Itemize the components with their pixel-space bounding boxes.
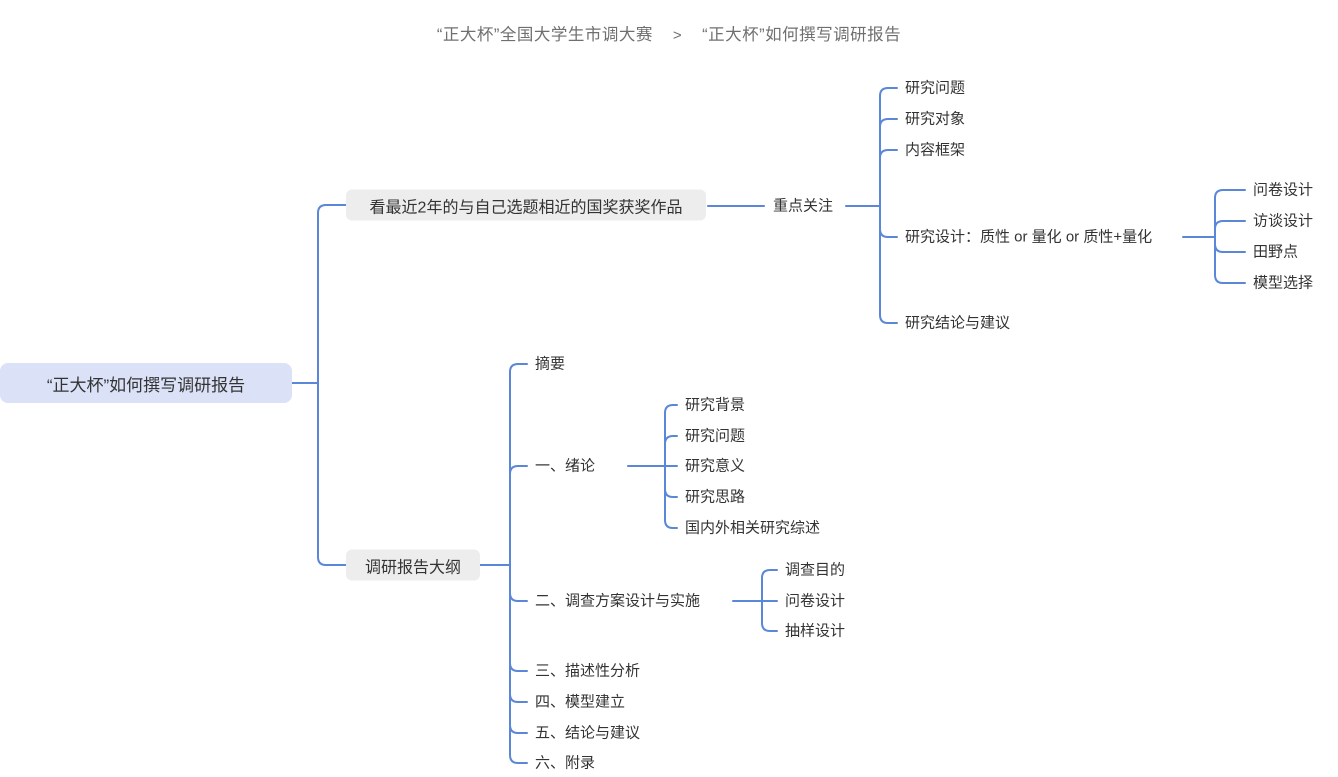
node-research-background[interactable]: 研究背景 xyxy=(685,396,746,414)
connector-edge xyxy=(761,600,778,632)
node-chapter4-model-building[interactable]: 四、模型建立 xyxy=(535,693,626,711)
connector-edge xyxy=(664,404,678,467)
connector-edge xyxy=(509,363,528,566)
connector-edge xyxy=(1214,189,1246,238)
connector-edge xyxy=(879,149,898,207)
connector-edge xyxy=(879,205,898,238)
node-root[interactable]: “正大杯”如何撰写调研报告 xyxy=(0,363,292,403)
node-chapter1-introduction[interactable]: 一、绪论 xyxy=(535,457,596,475)
connector-edge xyxy=(509,465,528,566)
node-chapter6-appendix[interactable]: 六、附录 xyxy=(535,754,596,772)
connector-edge xyxy=(509,564,528,734)
node-research-question2[interactable]: 研究问题 xyxy=(685,427,746,445)
connector-edge xyxy=(879,118,898,207)
node-research-significance[interactable]: 研究意义 xyxy=(685,457,746,475)
breadcrumb-separator-icon: > xyxy=(672,27,683,44)
breadcrumb-item-current: “正大杯”如何撰写调研报告 xyxy=(702,26,902,44)
node-chapter5-conclusion[interactable]: 五、结论与建议 xyxy=(535,724,641,742)
connector-edge xyxy=(1214,220,1246,238)
node-award-works[interactable]: 看最近2年的与自己选题相近的国奖获奖作品 xyxy=(346,189,706,221)
connector-edge xyxy=(509,564,528,672)
node-conclusion-suggestion[interactable]: 研究结论与建议 xyxy=(905,314,1011,332)
connector-edge xyxy=(509,564,528,764)
node-questionnaire-design2[interactable]: 问卷设计 xyxy=(785,592,846,610)
node-questionnaire-design[interactable]: 问卷设计 xyxy=(1253,181,1314,199)
breadcrumb-item-competition[interactable]: “正大杯”全国大学生市调大赛 xyxy=(436,26,653,44)
connector-edge xyxy=(664,435,678,467)
node-sampling-design[interactable]: 抽样设计 xyxy=(785,622,846,640)
node-chapter2-survey-plan[interactable]: 二、调查方案设计与实施 xyxy=(535,592,701,610)
node-research-subject[interactable]: 研究对象 xyxy=(905,110,966,128)
connector-edge xyxy=(509,564,528,602)
node-model-selection[interactable]: 模型选择 xyxy=(1253,274,1314,292)
connector-edge xyxy=(761,569,778,602)
connector-edge xyxy=(879,205,898,324)
connector-edge xyxy=(317,204,347,384)
connector-edge xyxy=(1214,236,1246,284)
node-research-question[interactable]: 研究问题 xyxy=(905,79,966,97)
node-interview-design[interactable]: 访谈设计 xyxy=(1253,212,1314,230)
node-abstract[interactable]: 摘要 xyxy=(535,355,566,373)
node-survey-purpose[interactable]: 调查目的 xyxy=(785,561,846,579)
connector-edge xyxy=(509,564,528,703)
node-content-framework[interactable]: 内容框架 xyxy=(905,141,966,159)
connector-edge xyxy=(1214,236,1246,253)
node-field-site[interactable]: 田野点 xyxy=(1253,243,1299,261)
node-report-outline[interactable]: 调研报告大纲 xyxy=(346,549,480,581)
node-research-approach[interactable]: 研究思路 xyxy=(685,488,746,506)
node-literature-review[interactable]: 国内外相关研究综述 xyxy=(685,519,821,537)
node-key-focus[interactable]: 重点关注 xyxy=(773,197,834,215)
connector-edge xyxy=(664,465,678,529)
breadcrumb: “正大杯”全国大学生市调大赛 > “正大杯”如何撰写调研报告 xyxy=(0,21,1338,45)
node-research-design[interactable]: 研究设计：质性 or 量化 or 质性+量化 xyxy=(905,228,1153,246)
node-chapter3-descriptive-analysis[interactable]: 三、描述性分析 xyxy=(535,662,641,680)
connector-edge xyxy=(317,382,347,566)
connector-edge xyxy=(664,465,678,498)
connector-edge xyxy=(879,87,898,207)
